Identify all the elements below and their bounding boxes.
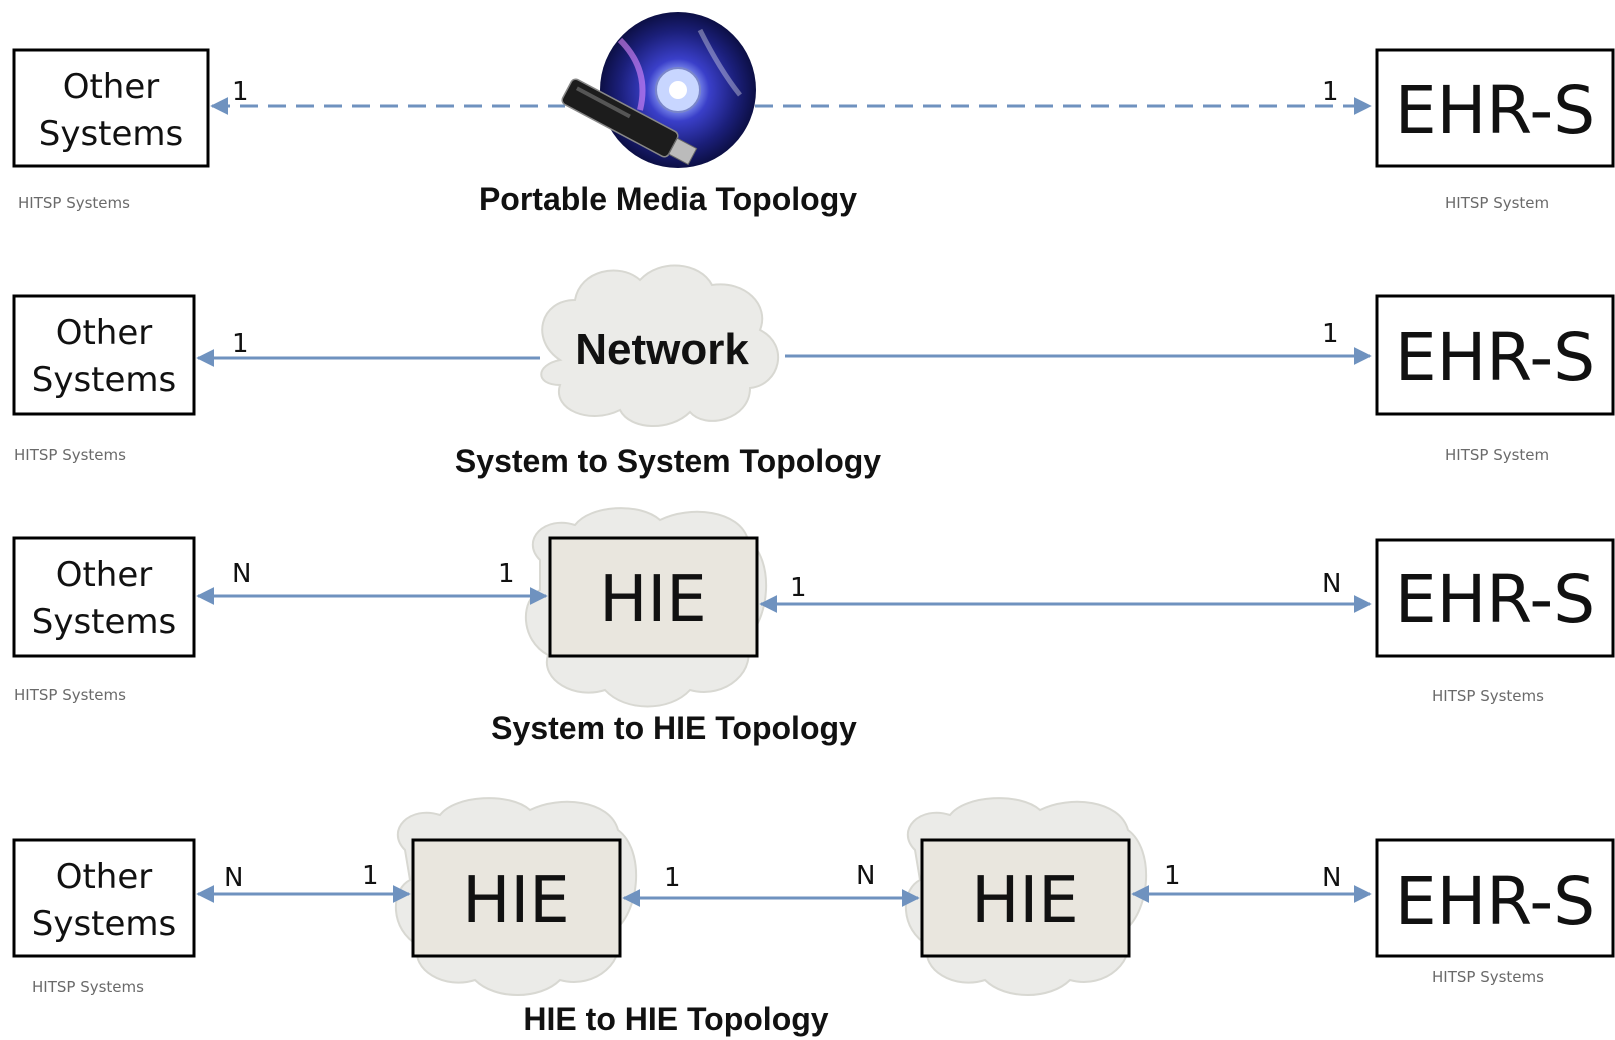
topology-title: Portable Media Topology [479, 181, 857, 217]
usb-drive-icon [561, 78, 698, 166]
box-caption: HITSP System [1445, 194, 1549, 212]
hie-box: HIE [411, 838, 622, 958]
multiplicity-label: 1 [498, 559, 515, 589]
multiplicity-label: N [232, 559, 251, 589]
multiplicity-label: N [1322, 863, 1341, 893]
box-caption: HITSP Systems [1432, 968, 1544, 986]
topology-title: System to System Topology [455, 443, 881, 479]
multiplicity-label: 1 [1322, 77, 1339, 107]
box-label: EHR-S [1395, 72, 1595, 149]
box-caption: HITSP Systems [18, 194, 130, 212]
topology-title: HIE to HIE Topology [523, 1001, 828, 1037]
other-systems-box: Other Systems [12, 536, 196, 658]
box-label: HIE [971, 864, 1078, 938]
other-systems-box: Other Systems [12, 838, 196, 958]
box-caption: HITSP Systems [14, 686, 126, 704]
multiplicity-label: 1 [790, 573, 807, 603]
multiplicity-label: 1 [232, 329, 249, 359]
box-caption: HITSP Systems [1432, 687, 1544, 705]
multiplicity-label: 1 [1322, 319, 1339, 349]
box-label: EHR-S [1395, 863, 1595, 940]
box-label: HIE [462, 864, 569, 938]
box-caption: HITSP Systems [32, 978, 144, 996]
hie-box: HIE [920, 838, 1131, 958]
ehr-s-box: EHR-S [1375, 48, 1615, 168]
topology-title: System to HIE Topology [491, 710, 857, 746]
multiplicity-label: 1 [232, 77, 249, 107]
box-label-line1: Other [56, 857, 153, 897]
box-caption: HITSP System [1445, 446, 1549, 464]
multiplicity-label: 1 [362, 861, 379, 891]
box-label: HIE [599, 563, 706, 637]
network-cloud-icon [540, 264, 779, 427]
multiplicity-label: N [856, 861, 875, 891]
box-label-line1: Other [63, 67, 160, 107]
box-label-line2: Systems [32, 360, 177, 400]
row-hie-to-hie: Other Systems HITSP Systems HIE HIE N 1 … [12, 797, 1615, 1037]
box-label-line1: Other [56, 555, 153, 595]
multiplicity-label: N [1322, 569, 1341, 599]
network-label: Network [575, 325, 749, 374]
box-label-line1: Other [56, 313, 153, 353]
box-label-line2: Systems [32, 602, 177, 642]
row-portable-media: Other Systems HITSP Systems 1 1 Portable… [12, 12, 1615, 217]
multiplicity-label: 1 [1164, 861, 1181, 891]
row-system-to-hie: Other Systems HITSP Systems HIE N 1 1 N … [12, 507, 1615, 746]
other-systems-box: Other Systems [12, 294, 196, 416]
box-label: EHR-S [1395, 319, 1595, 396]
box-label: EHR-S [1395, 561, 1595, 638]
other-systems-box: Other Systems [12, 48, 210, 168]
multiplicity-label: 1 [664, 863, 681, 893]
row-system-to-system: Other Systems HITSP Systems Network 1 1 … [12, 264, 1615, 479]
box-label-line2: Systems [39, 114, 184, 154]
ehr-s-box: EHR-S [1375, 838, 1615, 958]
ehr-s-box: EHR-S [1375, 538, 1615, 658]
multiplicity-label: N [224, 863, 243, 893]
box-caption: HITSP Systems [14, 446, 126, 464]
ehr-s-box: EHR-S [1375, 294, 1615, 416]
box-label-line2: Systems [32, 904, 177, 944]
hie-box: HIE [548, 536, 759, 658]
